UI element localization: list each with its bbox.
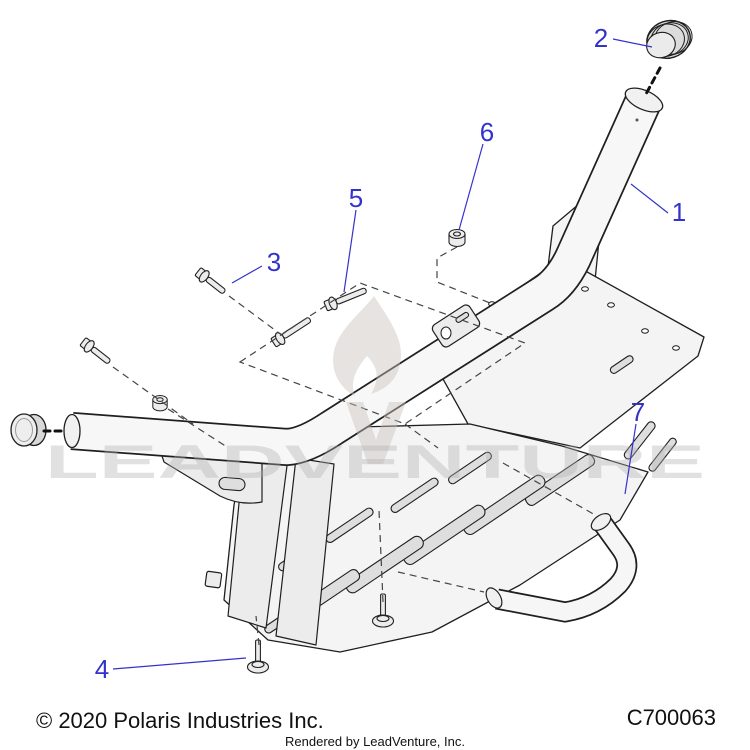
callout-leader <box>458 143 484 231</box>
clamp-block <box>431 304 481 348</box>
callout-number[interactable]: 7 <box>631 397 645 427</box>
callout-leader <box>231 265 263 284</box>
callout-number[interactable]: 4 <box>95 654 109 684</box>
callout-3[interactable]: 3 <box>231 247 281 284</box>
vent-slot <box>448 451 492 485</box>
flange-nut <box>152 395 168 412</box>
footer: © 2020 Polaris Industries Inc. C700063 R… <box>36 705 716 749</box>
callout-leader <box>112 657 247 670</box>
callout-2[interactable]: 2 <box>594 23 653 53</box>
flange-bolt <box>322 283 370 314</box>
tube-plug <box>646 19 693 59</box>
bumper-weldment <box>161 203 705 653</box>
gusset-bracket <box>161 449 263 504</box>
copyright-text: © 2020 Polaris Industries Inc. <box>36 708 324 733</box>
flange-bolt <box>193 265 229 298</box>
callout-1[interactable]: 1 <box>630 183 686 227</box>
watermark-flame-icon <box>333 296 402 396</box>
button-screw <box>246 639 270 674</box>
callout-number[interactable]: 3 <box>267 247 281 277</box>
vent-slot <box>463 474 546 536</box>
watermark-logo-mark <box>346 402 406 464</box>
callout-number[interactable]: 5 <box>349 183 363 213</box>
callout-5[interactable]: 5 <box>343 183 363 293</box>
rendered-by-text: Rendered by LeadVenture, Inc. <box>285 734 465 749</box>
tube-open-end-left <box>63 413 81 449</box>
watermark-text: LEADVENTURE <box>45 435 705 488</box>
tube-end-cap <box>10 413 47 447</box>
callout-6[interactable]: 6 <box>458 117 494 231</box>
vent-slot <box>403 504 486 566</box>
flange-bolt <box>78 335 114 368</box>
callout-number[interactable]: 1 <box>672 197 686 227</box>
mount-tab <box>204 570 223 589</box>
part-number: C700063 <box>627 705 716 730</box>
flange-bolt <box>269 313 315 349</box>
callout-leader <box>612 38 653 48</box>
callout-leader <box>624 423 637 495</box>
main-bumper-tube <box>63 87 664 466</box>
grab-hoop <box>485 513 638 623</box>
callout-number[interactable]: 6 <box>480 117 494 147</box>
assembly-guide-lines <box>42 66 662 646</box>
callout-4[interactable]: 4 <box>95 654 247 684</box>
watermark: LEADVENTURE <box>45 296 705 488</box>
callout-7[interactable]: 7 <box>624 397 645 495</box>
flange-nut <box>448 228 466 248</box>
callout-leader <box>630 183 669 214</box>
vent-slot <box>524 454 596 506</box>
callout-number[interactable]: 2 <box>594 23 608 53</box>
callout-leader <box>343 209 357 293</box>
vent-slot <box>390 477 439 513</box>
vent-slot <box>648 437 677 472</box>
